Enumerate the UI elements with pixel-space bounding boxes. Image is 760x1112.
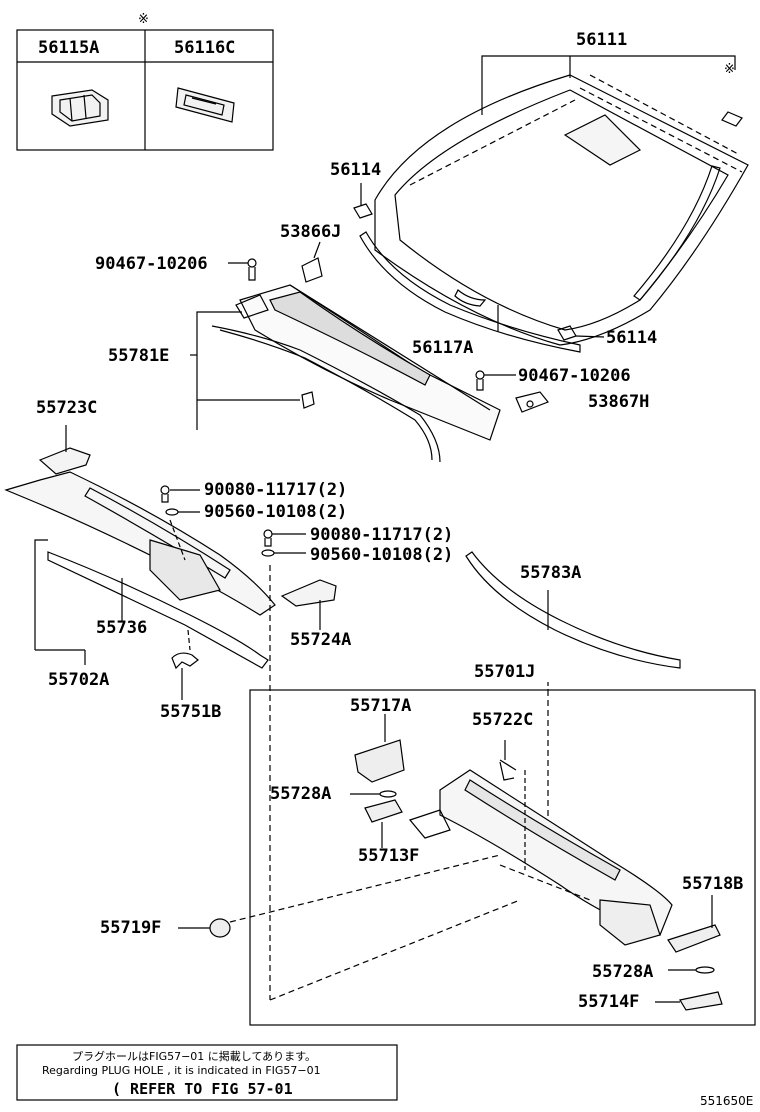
moulding-56117a <box>359 165 721 353</box>
cowl-panel-55701j <box>408 740 673 946</box>
label-90560-lower: 90560-10108(2) <box>310 545 454 565</box>
part-55723c-drawing <box>38 425 91 475</box>
label-55713f: 55713F <box>358 846 420 866</box>
label-55736: 55736 <box>96 618 148 638</box>
part-55724a-drawing <box>280 579 337 630</box>
label-55714f: 55714F <box>578 992 640 1012</box>
part-55751b-drawing <box>171 629 199 700</box>
label-56116c: 56116C <box>174 38 236 58</box>
clip-56116c-drawing <box>175 87 235 123</box>
figure-id: 551650E <box>700 1094 754 1108</box>
label-55718b: 55718B <box>682 874 744 894</box>
bolt-90467-drawings <box>228 258 516 391</box>
label-53867h: 53867H <box>588 392 650 412</box>
label-90467-right: 90467-10206 <box>518 366 631 386</box>
note-japanese: プラグホールはFIG57−01 に掲載してあります。 <box>72 1050 317 1063</box>
plug-55719f-drawing <box>178 854 501 938</box>
label-55751b: 55751B <box>160 702 222 722</box>
refer-to-fig: ( REFER TO FIG 57-01 <box>112 1080 293 1098</box>
label-55702a: 55702A <box>48 670 110 690</box>
part-53867h-drawing <box>515 391 549 413</box>
label-90560-upper: 90560-10108(2) <box>204 502 348 522</box>
label-55783a: 55783A <box>520 563 582 583</box>
clip-56114-drawings <box>353 183 605 341</box>
parts-55718b-55714f-drawings <box>655 895 723 1011</box>
label-55717a: 55717A <box>350 696 412 716</box>
inset-box <box>16 29 274 151</box>
label-56114-bottom: 56114 <box>606 328 658 348</box>
clip-56115a-drawing <box>51 89 109 127</box>
label-55722c: 55722C <box>472 710 534 730</box>
label-55728a-lower: 55728A <box>592 962 654 982</box>
cowl-panel-55702a <box>4 471 276 669</box>
label-53866j: 53866J <box>280 222 342 242</box>
label-56111: 56111 <box>576 30 628 50</box>
label-56115a: 56115A <box>38 38 100 58</box>
note-english: Regarding PLUG HOLE , it is indicated in… <box>42 1064 321 1077</box>
parts-55717a-55713f-drawings <box>350 714 405 848</box>
label-56114-top: 56114 <box>330 160 382 180</box>
label-55781e: 55781E <box>108 346 170 366</box>
label-55724a: 55724A <box>290 630 352 650</box>
label-55701j: 55701J <box>474 662 536 682</box>
label-90080-lower: 90080-11717(2) <box>310 525 454 545</box>
seal-55783a <box>465 551 681 669</box>
label-55723c: 55723C <box>36 398 98 418</box>
inset-mark: ※ <box>138 12 149 27</box>
label-55728a-upper: 55728A <box>270 784 332 804</box>
label-90080-upper: 90080-11717(2) <box>204 480 348 500</box>
label-55719f: 55719F <box>100 918 162 938</box>
label-90467-left: 90467-10206 <box>95 254 208 274</box>
part-53866j-drawing <box>301 241 323 283</box>
cowl-louver-55781e <box>190 284 501 463</box>
label-56117a: 56117A <box>412 338 474 358</box>
glass-mark: ※ <box>724 62 735 77</box>
note-box <box>16 1044 398 1101</box>
fastener-90080-90560-drawings <box>160 485 306 561</box>
windshield-glass-56111 <box>374 55 749 346</box>
